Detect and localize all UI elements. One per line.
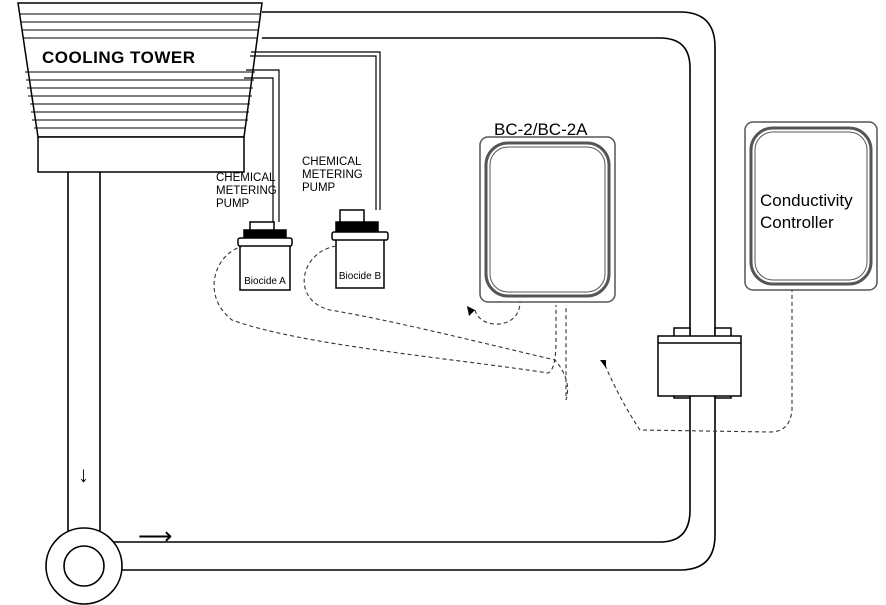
pump-b-feed-line-2 [251, 51, 381, 210]
pump-b-label-line3: PUMP [302, 182, 336, 194]
pump-a-assembly [237, 221, 293, 291]
cooling-tower-label: COOLING TOWER [39, 48, 199, 68]
recirculation-pipe-inner [110, 37, 691, 543]
tower-louvers [20, 13, 260, 129]
wire-bc-arrowhead [467, 306, 475, 316]
biocide-b-label: Biocide B [338, 271, 382, 282]
conductivity-controller-box [744, 121, 878, 291]
pump-a-label-line2: METERING [216, 185, 277, 197]
bc-controller-label: BC-2/BC-2A [494, 120, 588, 139]
conductivity-line1: Conductivity [760, 191, 853, 210]
conductivity-controller-label: Conductivity Controller [760, 190, 853, 234]
biocide-a-label: Biocide A [244, 276, 286, 287]
pump-b-label-line2: METERING [302, 169, 363, 181]
recirculation-pump [45, 527, 123, 605]
flow-right-arrow: ⟶ [138, 523, 173, 550]
recirculation-pipe-outer [110, 11, 716, 571]
cooling-tower [17, 2, 263, 173]
pump-b-label: CHEMICAL METERING PUMP [302, 156, 363, 195]
bc-controller-box [479, 136, 616, 303]
pump-a-feed-line-2 [246, 69, 280, 222]
biocide-a-bottle [239, 243, 291, 291]
wire-pump-a [213, 245, 557, 374]
wire-pump-b [303, 245, 569, 401]
tower-basin [37, 136, 245, 173]
pump-b-feed-line [250, 55, 377, 210]
wire-conductivity [604, 290, 793, 433]
pump-a-label-line3: PUMP [216, 198, 250, 210]
conductivity-line2: Controller [760, 213, 834, 232]
pump-a-label: CHEMICAL METERING PUMP [216, 172, 277, 211]
pump-a-label-line1: CHEMICAL [216, 172, 276, 184]
pump-b-label-line1: CHEMICAL [302, 156, 362, 168]
flow-down-arrow: ↓ [78, 462, 89, 487]
pump-a-feed-line [244, 77, 274, 222]
wire-bc-loop [474, 301, 521, 325]
wire-cond-arrowhead [600, 360, 606, 368]
pump-b-assembly [331, 209, 389, 289]
sensor-housing [657, 327, 742, 399]
biocide-b-bottle [335, 237, 385, 289]
